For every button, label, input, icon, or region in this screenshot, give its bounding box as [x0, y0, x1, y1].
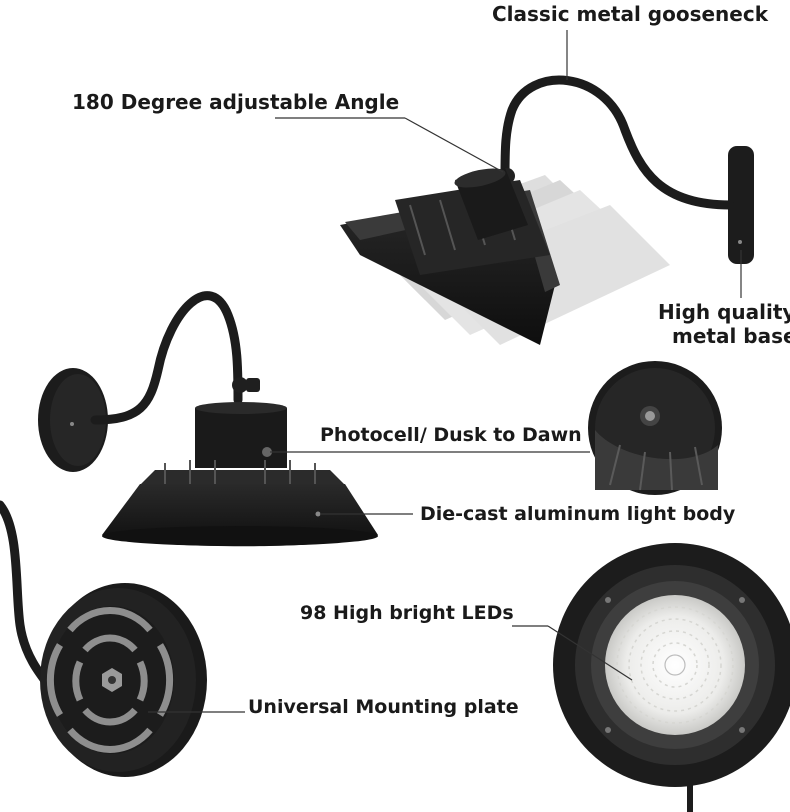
label-base-line1: High quality: [658, 300, 790, 324]
photocell-zoom: [588, 361, 722, 495]
mounting-plate: [0, 500, 245, 777]
label-plate: Universal Mounting plate: [248, 696, 519, 718]
middle-lamp: [38, 291, 590, 547]
middle-driver-housing: [195, 408, 287, 468]
top-lamp: [275, 30, 754, 345]
led-rings: [616, 606, 734, 724]
label-base-line2: metal base: [672, 324, 790, 348]
mounting-plate-slots: [46, 607, 174, 753]
top-wall-base: [728, 146, 754, 264]
led-panel: [553, 543, 790, 812]
label-body: Die-cast aluminum light body: [420, 503, 736, 525]
middle-gooseneck-arm: [90, 291, 243, 425]
label-angle: 180 Degree adjustable Angle: [72, 90, 400, 114]
top-shade: [340, 168, 560, 345]
label-gooseneck: Classic metal gooseneck: [492, 2, 769, 26]
label-leds: 98 High bright LEDs: [300, 602, 514, 624]
middle-heatsink: [140, 460, 345, 485]
label-photocell: Photocell/ Dusk to Dawn: [320, 424, 582, 446]
top-gooseneck-arm: [500, 75, 735, 210]
